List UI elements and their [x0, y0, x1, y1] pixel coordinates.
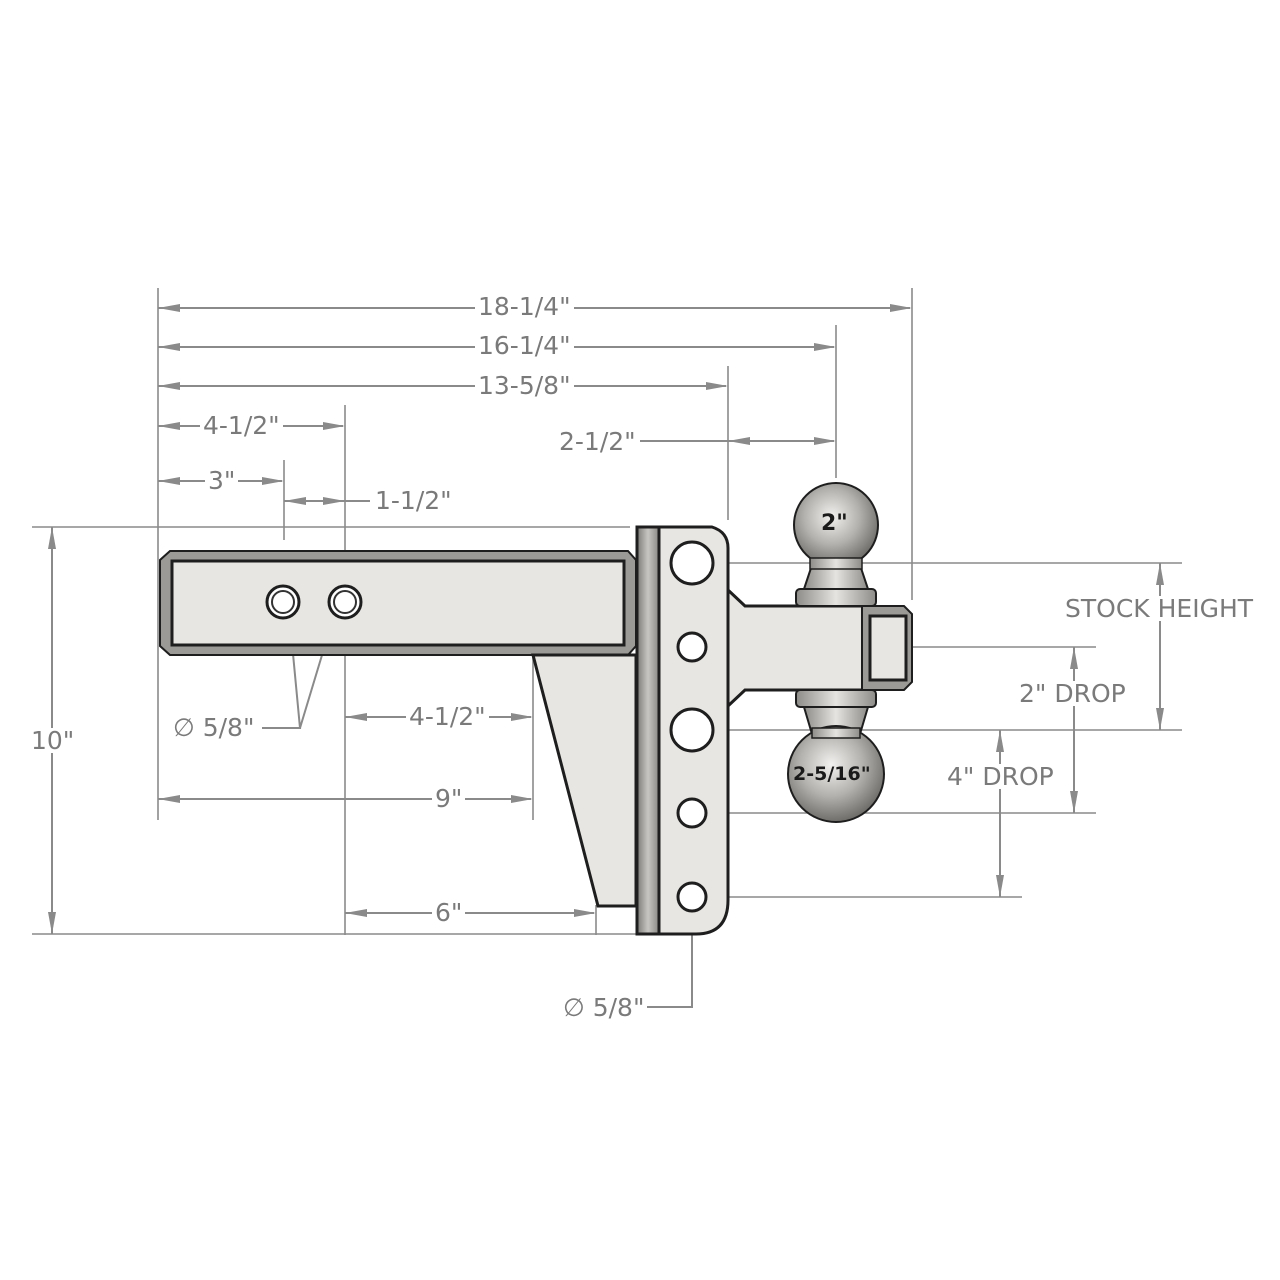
- lower-ball: [787, 689, 885, 823]
- gusset: [531, 653, 638, 908]
- dim-gusset-base: 6": [432, 900, 466, 925]
- dim-2-inch-drop: 2" DROP: [1016, 681, 1129, 706]
- dim-overall-length: 18-1/4": [475, 294, 574, 319]
- receiver-shank: [159, 550, 637, 656]
- dim-shank-to-second-hole: 4-1/2": [200, 413, 283, 438]
- dim-length-to-upper-ball: 16-1/4": [475, 333, 574, 358]
- dim-stock-height: STOCK HEIGHT: [1062, 596, 1257, 621]
- dim-shank-to-first-hole: 3": [205, 468, 239, 493]
- dim-shank-usable-length: 9": [432, 786, 466, 811]
- plate-hole-5: [676, 881, 708, 913]
- dim-hole-to-gusset: 4-1/2": [406, 704, 489, 729]
- ball-platform: [726, 586, 913, 710]
- lower-ball-size: 2-5/16": [793, 763, 871, 785]
- dim-shank-hole-diameter: ∅ 5/8": [170, 715, 258, 740]
- upper-ball: [793, 482, 879, 607]
- plate-hole-4: [676, 797, 708, 829]
- plate-hole-3: [669, 707, 715, 753]
- dim-plate-hole-diameter: ∅ 5/8": [560, 995, 648, 1020]
- upper-ball-size: 2": [821, 511, 848, 536]
- plate-hole-2: [676, 631, 708, 663]
- dim-4-inch-drop: 4" DROP: [944, 764, 1057, 789]
- dim-length-to-plate: 13-5/8": [475, 373, 574, 398]
- drop-plate: [635, 525, 730, 936]
- dim-plate-to-ball: 2-1/2": [556, 429, 639, 454]
- dim-overall-height: 10": [28, 728, 78, 753]
- dim-hole-spacing: 1-1/2": [372, 488, 455, 513]
- plate-hole-1: [669, 540, 715, 586]
